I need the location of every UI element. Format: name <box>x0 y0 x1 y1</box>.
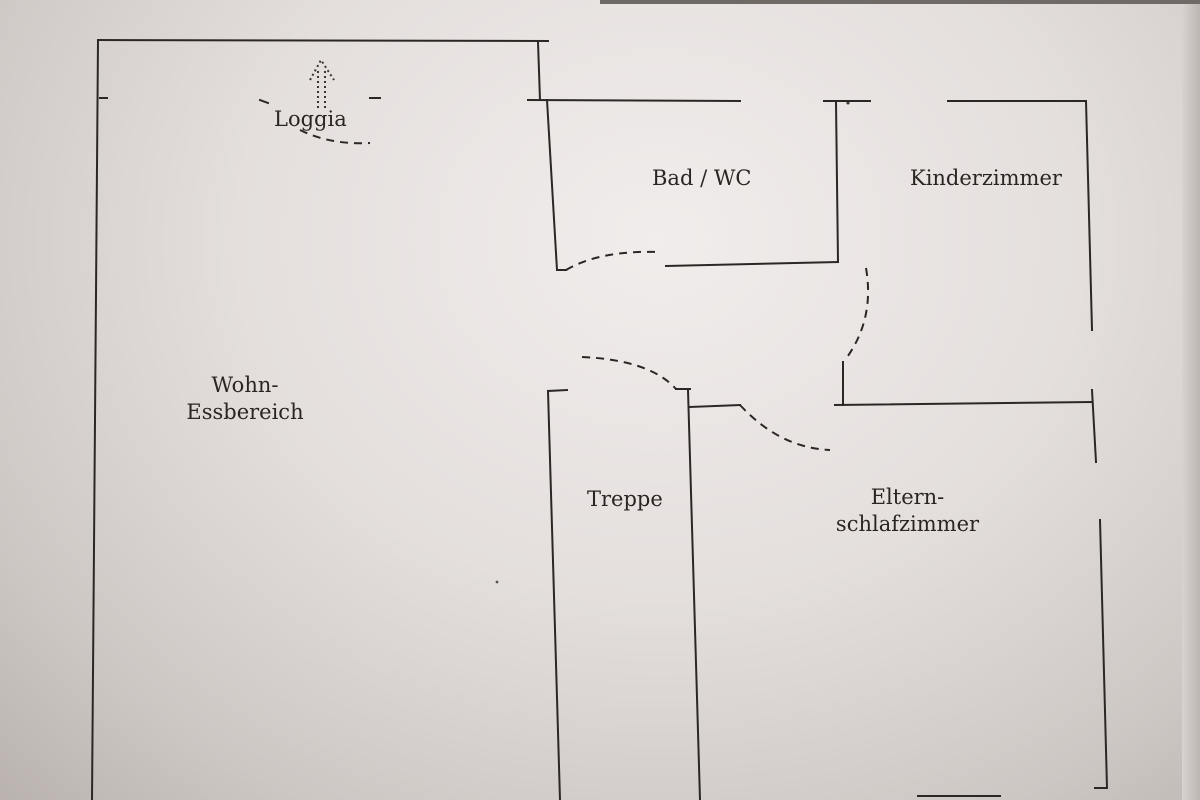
room-label-bad-wc: Bad / WC <box>652 166 752 190</box>
wall-bath-top <box>526 98 742 103</box>
wall-outer-top <box>96 38 550 43</box>
wall-right-lower <box>1094 518 1109 789</box>
room-label-wohn-line1: Wohn- <box>211 373 279 397</box>
wall-dot <box>846 101 850 105</box>
paper-top-edge <box>600 0 1200 4</box>
room-label-kinderzimmer: Kinderzimmer <box>910 166 1062 190</box>
room-label-wohn-line2: Essbereich <box>186 400 304 424</box>
room-label-eltern-line1: Eltern- <box>870 485 945 509</box>
wall-bath-right <box>834 100 840 264</box>
door-stairs <box>581 356 677 390</box>
wall-bath-bottom <box>664 260 840 268</box>
loggia-arrow-icon <box>309 58 335 108</box>
wall-stairs-left <box>546 388 569 800</box>
paper-edge <box>1182 0 1200 800</box>
wall-outer-left <box>90 38 100 800</box>
wall-stairs-right <box>686 388 702 800</box>
wall-kinder-top-right <box>947 100 1094 332</box>
wall-loggia-end <box>536 40 542 102</box>
room-label-loggia: Loggia <box>274 107 347 131</box>
wall-kinder-bottom <box>833 400 1094 407</box>
door-eltern <box>739 404 831 451</box>
room-label-treppe: Treppe <box>587 487 663 511</box>
wall-loggia-tick-small <box>258 98 270 105</box>
door-loggia <box>299 129 371 145</box>
wall-bath-left <box>545 98 567 271</box>
room-label-eltern-line2: schlafzimmer <box>835 512 980 536</box>
room-label-elternschlafzimmer: Eltern- schlafzimmer <box>830 484 985 538</box>
room-label-wohn-essbereich: Wohn- Essbereich <box>180 372 310 426</box>
wall-right-upper <box>1090 388 1098 464</box>
paper-speck <box>495 580 499 584</box>
wall-eltern-top <box>688 403 742 409</box>
door-kinder <box>844 267 870 361</box>
door-bath <box>565 250 661 271</box>
